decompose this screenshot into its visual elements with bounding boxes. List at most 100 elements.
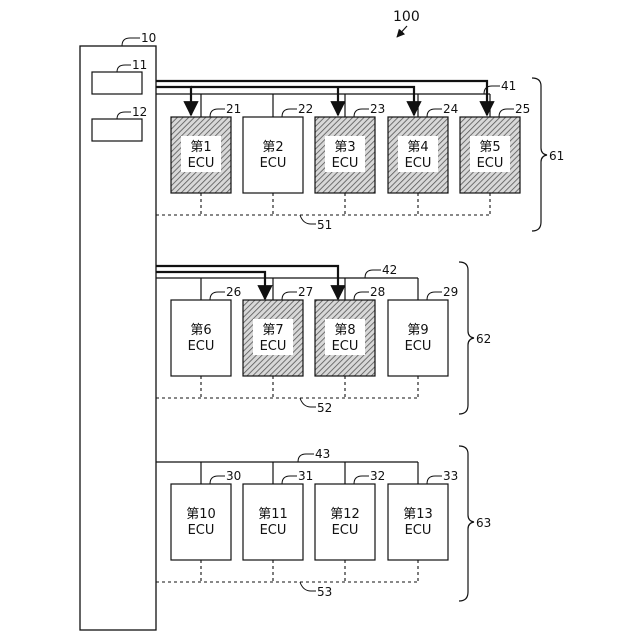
ecu-ref-leader — [282, 292, 297, 300]
sub-bus-ref-label: 52 — [317, 401, 332, 415]
ecu-ref-label: 24 — [443, 102, 458, 116]
ecu-ref-label: 28 — [370, 285, 385, 299]
ecu-type: ECU — [477, 156, 504, 171]
ecu-3: 第3 ECU 23 — [315, 102, 385, 193]
ecu-1: 第1 ECU 21 — [171, 102, 241, 193]
ecu-type: ECU — [260, 523, 287, 538]
ecu-5: 第5 ECU 25 — [460, 102, 530, 193]
ecu-ref-label: 32 — [370, 469, 385, 483]
ecu-ref-leader — [354, 292, 369, 300]
ecu-9: 第9 ECU 29 — [388, 285, 458, 376]
ecu-name: 第11 — [258, 507, 288, 522]
ecu-box — [388, 484, 448, 560]
ecu-ref-leader — [499, 109, 514, 117]
ecu-6: 第6 ECU 26 — [171, 285, 241, 376]
ecu-ref-label: 31 — [298, 469, 313, 483]
ecu-name: 第6 — [190, 323, 211, 338]
ecu-ref-label: 27 — [298, 285, 313, 299]
ecu-group-1: 41 第1 ECU 21 第2 ECU 22 第3 ECU 23 — [156, 78, 564, 232]
ecu-ref-leader — [354, 109, 369, 117]
ecu-name: 第10 — [186, 507, 216, 522]
ecu-type: ECU — [332, 523, 359, 538]
main-bus-thin — [156, 94, 490, 117]
ecu-ref-leader — [210, 109, 225, 117]
ecu-name: 第12 — [330, 507, 360, 522]
ecu-name: 第13 — [403, 507, 433, 522]
ecu-box — [388, 300, 448, 376]
ecu-group-3: 43 第10 ECU 30 第11 ECU 31 第12 ECU 32 第13 … — [156, 446, 491, 601]
ecu-ref-label: 23 — [370, 102, 385, 116]
sub-bus-ref-label: 51 — [317, 218, 332, 232]
group-bracket-label: 61 — [549, 149, 564, 163]
group-bracket-label: 63 — [476, 516, 491, 530]
controller-ref-leader — [122, 38, 140, 46]
ecu-ref-label: 22 — [298, 102, 313, 116]
ecu-12: 第12 ECU 32 — [315, 469, 385, 560]
ecu-box — [243, 484, 303, 560]
ecu-ref-label: 21 — [226, 102, 241, 116]
ecu-ref-leader — [282, 476, 297, 484]
figure-pointer-arrow — [397, 26, 407, 37]
ecu-name: 第7 — [262, 323, 283, 338]
ecu-ref-label: 33 — [443, 469, 458, 483]
sub-bus-dashed — [156, 376, 418, 398]
ecu-type: ECU — [188, 156, 215, 171]
ecu-name: 第9 — [407, 323, 428, 338]
ecu-name: 第2 — [262, 140, 283, 155]
ecu-ref-label: 29 — [443, 285, 458, 299]
sub-bus-ref-leader — [300, 215, 316, 224]
ecu-type: ECU — [405, 523, 432, 538]
main-bus-ref-leader — [298, 454, 314, 462]
subunit-a-ref-label: 11 — [132, 58, 147, 72]
ecu-name: 第3 — [334, 140, 355, 155]
ecu-11: 第11 ECU 31 — [243, 469, 313, 560]
ecu-box — [171, 484, 231, 560]
figure-number: 100 — [393, 9, 420, 25]
main-bus-ref-label: 42 — [382, 263, 397, 277]
ecu-box — [243, 117, 303, 193]
group-bracket — [532, 78, 547, 231]
ecu-10: 第10 ECU 30 — [171, 469, 241, 560]
ecu-type: ECU — [260, 156, 287, 171]
main-bus-ref-label: 43 — [315, 447, 330, 461]
main-bus-ref-label: 41 — [501, 79, 516, 93]
ecu-type: ECU — [188, 339, 215, 354]
main-bus-ref-leader — [365, 270, 381, 278]
ecu-type: ECU — [405, 156, 432, 171]
ecu-ref-leader — [210, 476, 225, 484]
ecu-ref-leader — [427, 476, 442, 484]
sub-bus-dashed — [156, 560, 418, 582]
ecu-ref-leader — [427, 109, 442, 117]
ecu-name: 第1 — [190, 140, 211, 155]
ecu-type: ECU — [188, 523, 215, 538]
ecu-type: ECU — [332, 156, 359, 171]
ecu-7: 第7 ECU 27 — [243, 285, 313, 376]
ecu-8: 第8 ECU 28 — [315, 285, 385, 376]
controller-ref-label: 10 — [141, 31, 156, 45]
ecu-2: 第2 ECU 22 — [243, 102, 313, 193]
sub-bus-ref-leader — [300, 398, 316, 407]
ecu-ref-label: 30 — [226, 469, 241, 483]
controller-unit: 10 11 12 — [80, 31, 156, 630]
sub-bus-ref-label: 53 — [317, 585, 332, 599]
ecu-4: 第4 ECU 24 — [388, 102, 458, 193]
ecu-box — [171, 300, 231, 376]
main-bus-lines — [156, 81, 487, 115]
ecu-name: 第5 — [479, 140, 500, 155]
group-bracket-label: 62 — [476, 332, 491, 346]
ecu-ref-leader — [427, 292, 442, 300]
ecu-type: ECU — [332, 339, 359, 354]
ecu-box — [315, 484, 375, 560]
group-bracket — [459, 446, 474, 601]
ecu-ref-label: 25 — [515, 102, 530, 116]
group-bracket — [459, 262, 474, 414]
ecu-name: 第4 — [407, 140, 428, 155]
ecu-group-2: 42 第6 ECU 26 第7 ECU 27 第8 ECU 28 第9 — [156, 262, 491, 415]
subunit-b-ref-label: 12 — [132, 105, 147, 119]
ecu-13: 第13 ECU 33 — [388, 469, 458, 560]
sub-bus-ref-leader — [300, 582, 316, 591]
controller-subunit-a — [92, 72, 142, 94]
ecu-type: ECU — [260, 339, 287, 354]
sub-bus-dashed — [156, 193, 490, 215]
